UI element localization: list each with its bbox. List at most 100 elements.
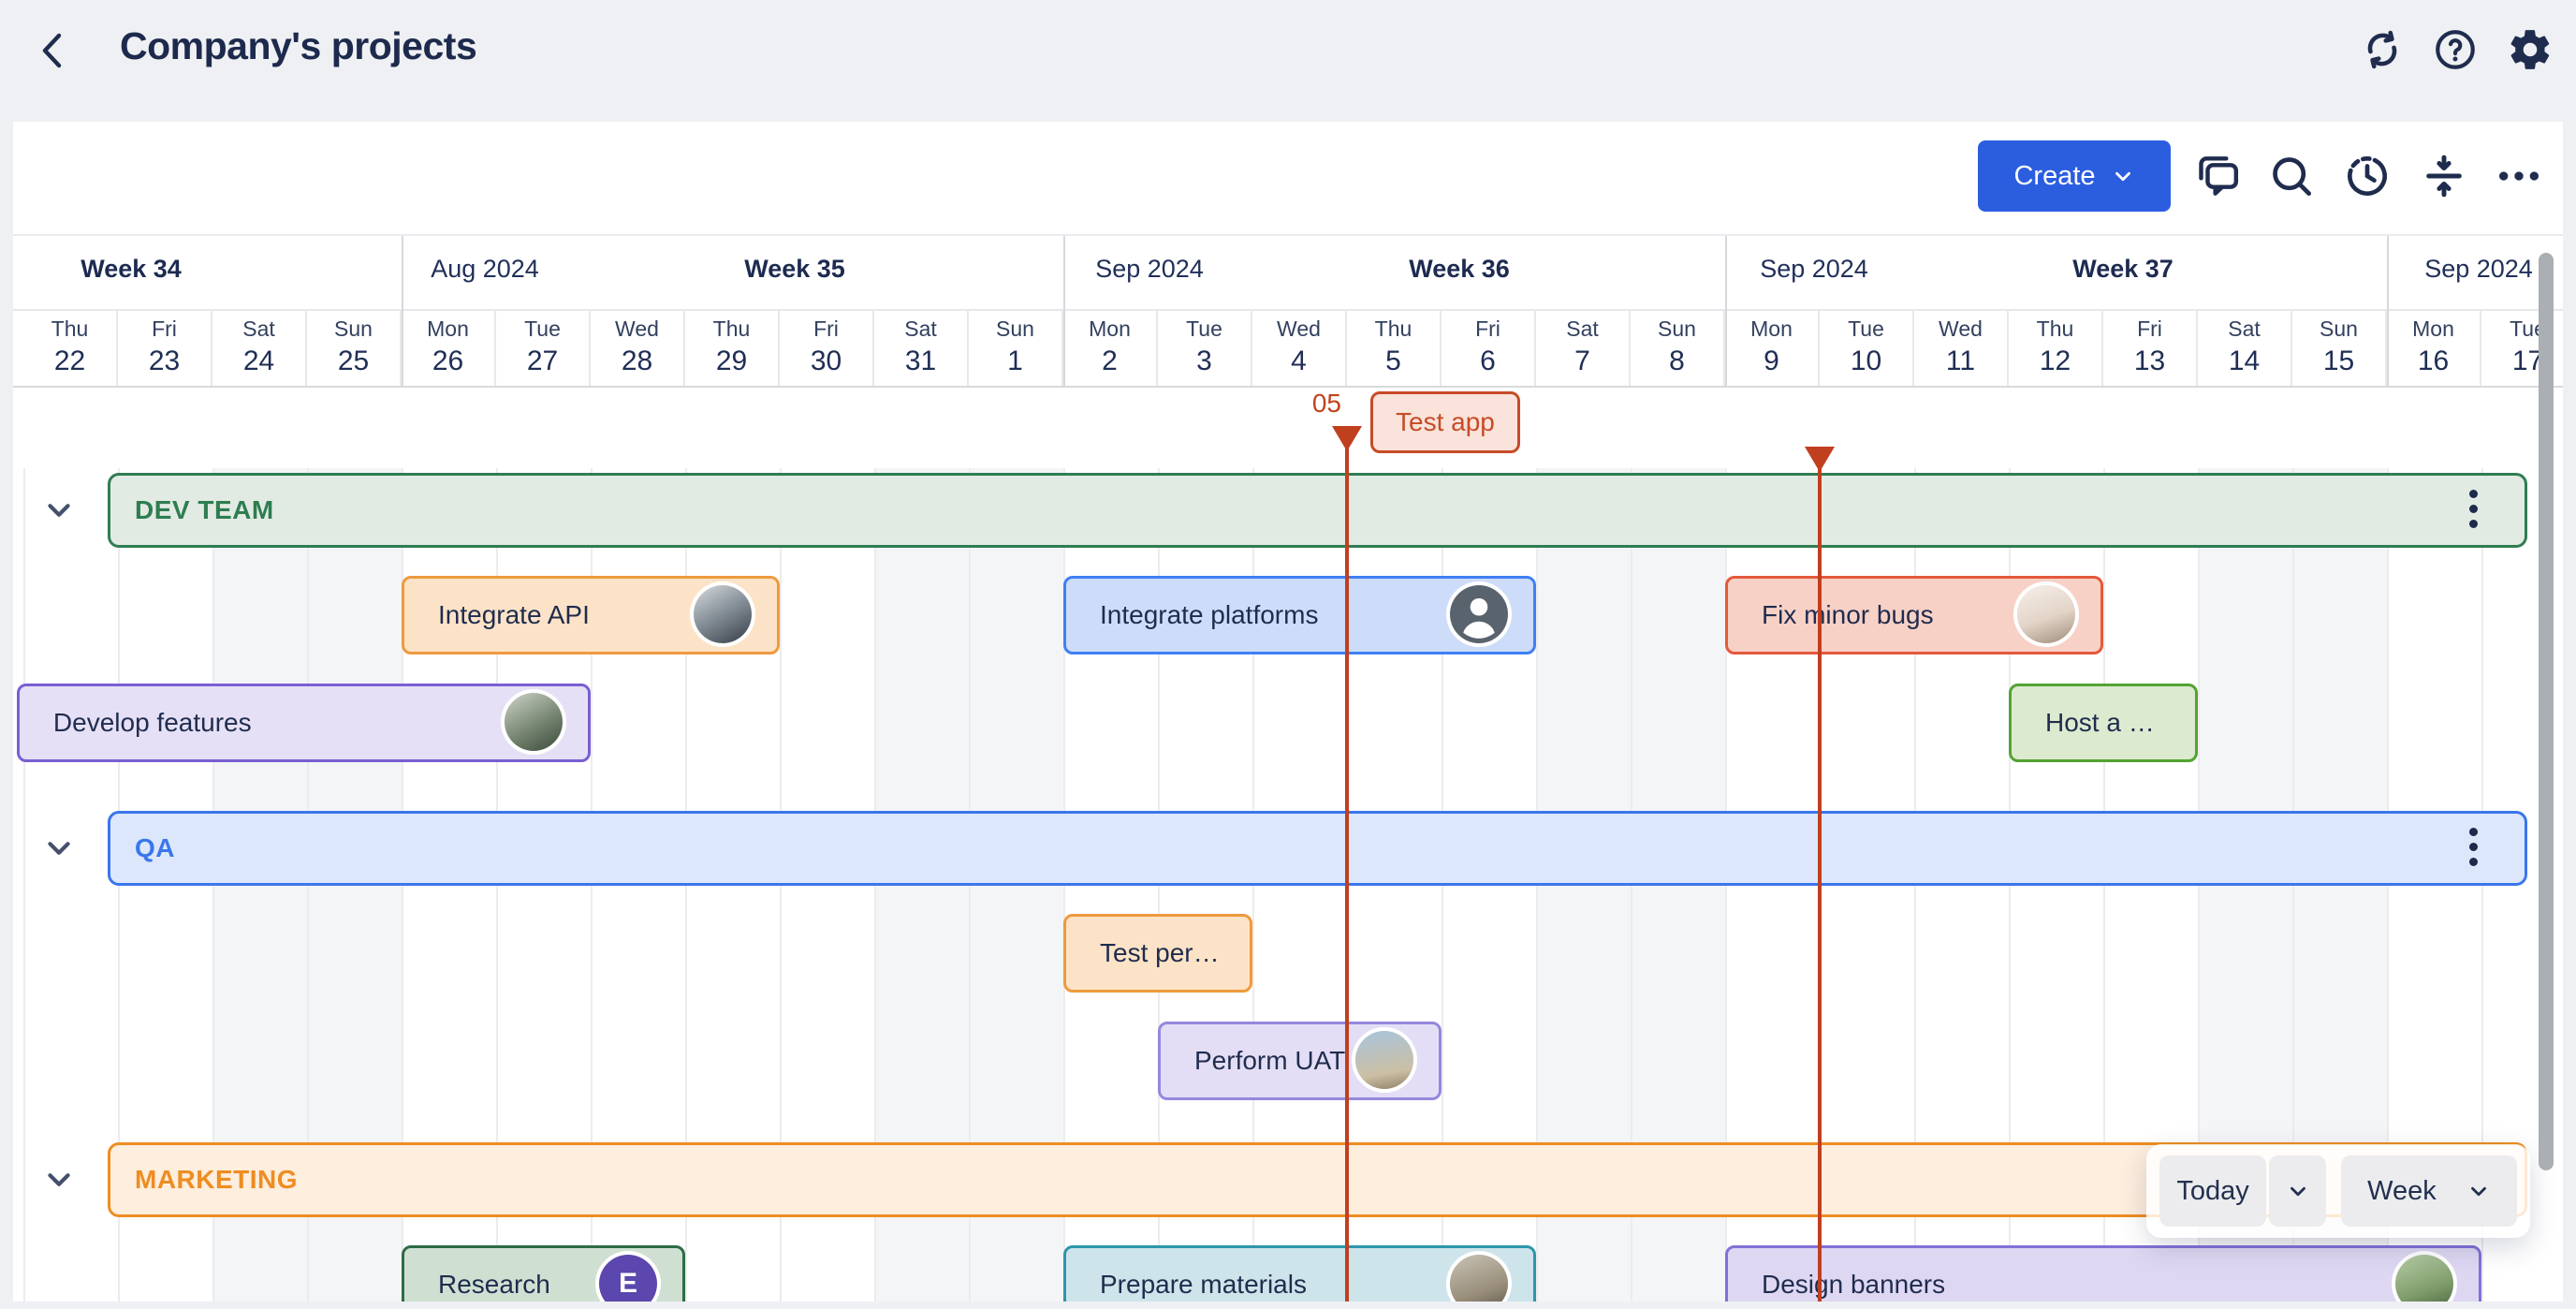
week-boundary-line <box>1063 234 1065 386</box>
week-boundary-line <box>402 234 403 386</box>
group-toggle-qa[interactable] <box>41 831 77 866</box>
group-menu-button-dev-team[interactable] <box>2467 490 2479 535</box>
day-of-week-label: Sat <box>904 316 937 341</box>
person-icon <box>1463 597 1495 639</box>
day-of-week-label: Tue <box>1848 316 1884 341</box>
task-bar-develop-features[interactable]: Develop features <box>16 684 591 762</box>
group-name: MARKETING <box>135 1165 299 1194</box>
page-title: Company's projects <box>120 24 477 67</box>
day-header-cell: Sat 24 <box>212 309 307 386</box>
day-of-week-label: Fri <box>813 316 839 341</box>
assignee-avatar[interactable] <box>1355 1031 1413 1089</box>
week-boundary-line <box>1725 234 1727 386</box>
assignee-avatar[interactable] <box>1450 1255 1508 1302</box>
task-bar-design-banners[interactable]: Design banners <box>1725 1245 2481 1302</box>
assignee-avatar[interactable] <box>505 693 563 751</box>
day-of-week-label: Sat <box>242 316 275 341</box>
assignee-avatar[interactable] <box>2395 1255 2453 1302</box>
day-date-label: 8 <box>1669 346 1685 376</box>
assignee-avatar-initial[interactable]: E <box>599 1255 657 1302</box>
task-bar-integrate-platforms[interactable]: Integrate platforms <box>1063 576 1536 654</box>
help-button[interactable] <box>2432 26 2479 73</box>
group-band-qa[interactable]: QA <box>108 811 2527 886</box>
fit-to-screen-button[interactable] <box>2418 150 2470 202</box>
day-of-week-label: Thu <box>51 316 89 341</box>
day-date-label: 4 <box>1291 346 1307 376</box>
back-chevron-icon <box>42 33 62 68</box>
day-of-week-label: Wed <box>1277 316 1321 341</box>
history-button[interactable] <box>2341 150 2393 202</box>
group-band-dev-team[interactable]: DEV TEAM <box>108 473 2527 548</box>
search-button[interactable] <box>2265 150 2318 202</box>
assignee-avatar[interactable] <box>694 585 752 643</box>
day-of-week-label: Thu <box>1374 316 1412 341</box>
day-date-label: 24 <box>242 346 275 376</box>
group-toggle-dev-team[interactable] <box>41 493 77 528</box>
group-toggle-marketing[interactable] <box>41 1162 77 1198</box>
sync-button[interactable] <box>2359 26 2406 73</box>
milestone-marker[interactable] <box>1332 426 1362 451</box>
milestone-marker[interactable] <box>1805 447 1835 472</box>
vertical-scrollbar-thumb[interactable] <box>2539 253 2554 1170</box>
history-clock-icon <box>2348 156 2387 196</box>
day-of-week-label: Wed <box>1939 316 1983 341</box>
assignee-avatar[interactable] <box>2017 585 2075 643</box>
today-button[interactable]: Today <box>2159 1155 2267 1227</box>
create-button-label: Create <box>2013 160 2096 191</box>
today-dropdown-button[interactable] <box>2269 1155 2327 1227</box>
task-bar-test-per[interactable]: Test per… <box>1063 914 1252 993</box>
month-label: Sep 2024 <box>2424 255 2533 283</box>
month-label: Sep 2024 <box>1760 255 1868 283</box>
milestone-chip[interactable]: Test app <box>1370 391 1520 453</box>
day-of-week-label: Wed <box>615 316 659 341</box>
day-of-week-label: Sun <box>2320 316 2358 341</box>
app-header: Company's projects <box>0 0 2576 122</box>
task-label: Prepare materials <box>1100 1270 1307 1299</box>
settings-button[interactable] <box>2507 26 2554 73</box>
day-header-cell: Thu 5 <box>1347 309 1442 386</box>
today-button-label: Today <box>2176 1175 2249 1206</box>
day-date-label: 31 <box>904 346 937 376</box>
group-name: QA <box>135 833 175 862</box>
back-button[interactable] <box>32 28 77 73</box>
day-grid-line <box>23 468 25 1302</box>
more-button[interactable] <box>2493 150 2545 202</box>
assignee-avatar-icon[interactable] <box>1450 585 1508 643</box>
chevron-down-icon <box>2471 1186 2486 1197</box>
zoom-level-select[interactable]: Week <box>2341 1155 2517 1227</box>
day-date-label: 5 <box>1385 346 1401 376</box>
toolbar: Create <box>13 122 2563 236</box>
day-date-label: 29 <box>715 346 748 376</box>
day-of-week-label: Mon <box>1089 316 1131 341</box>
task-label: Fix minor bugs <box>1762 600 1934 629</box>
week-number-label: Week 34 <box>80 255 182 283</box>
task-bar-host-a[interactable]: Host a … <box>2009 684 2198 762</box>
milestone-line <box>1345 426 1349 1302</box>
task-label: Design banners <box>1762 1270 1946 1299</box>
milestone-date-label: 05 <box>1311 389 1341 418</box>
comments-button[interactable] <box>2191 150 2244 202</box>
day-date-label: 9 <box>1764 346 1779 376</box>
chevron-down-icon <box>48 842 70 855</box>
day-date-label: 12 <box>2039 346 2071 376</box>
week-boundary-line <box>2387 234 2389 386</box>
week-number-label: Week 37 <box>2072 255 2174 283</box>
day-date-label: 25 <box>337 346 370 376</box>
chevron-down-icon <box>48 1173 70 1186</box>
group-band-marketing[interactable]: MARKETING <box>108 1142 2527 1217</box>
day-date-label: 6 <box>1480 346 1496 376</box>
create-button[interactable]: Create <box>1978 140 2171 212</box>
group-menu-button-qa[interactable] <box>2467 828 2479 873</box>
day-of-week-label: Fri <box>2137 316 2162 341</box>
